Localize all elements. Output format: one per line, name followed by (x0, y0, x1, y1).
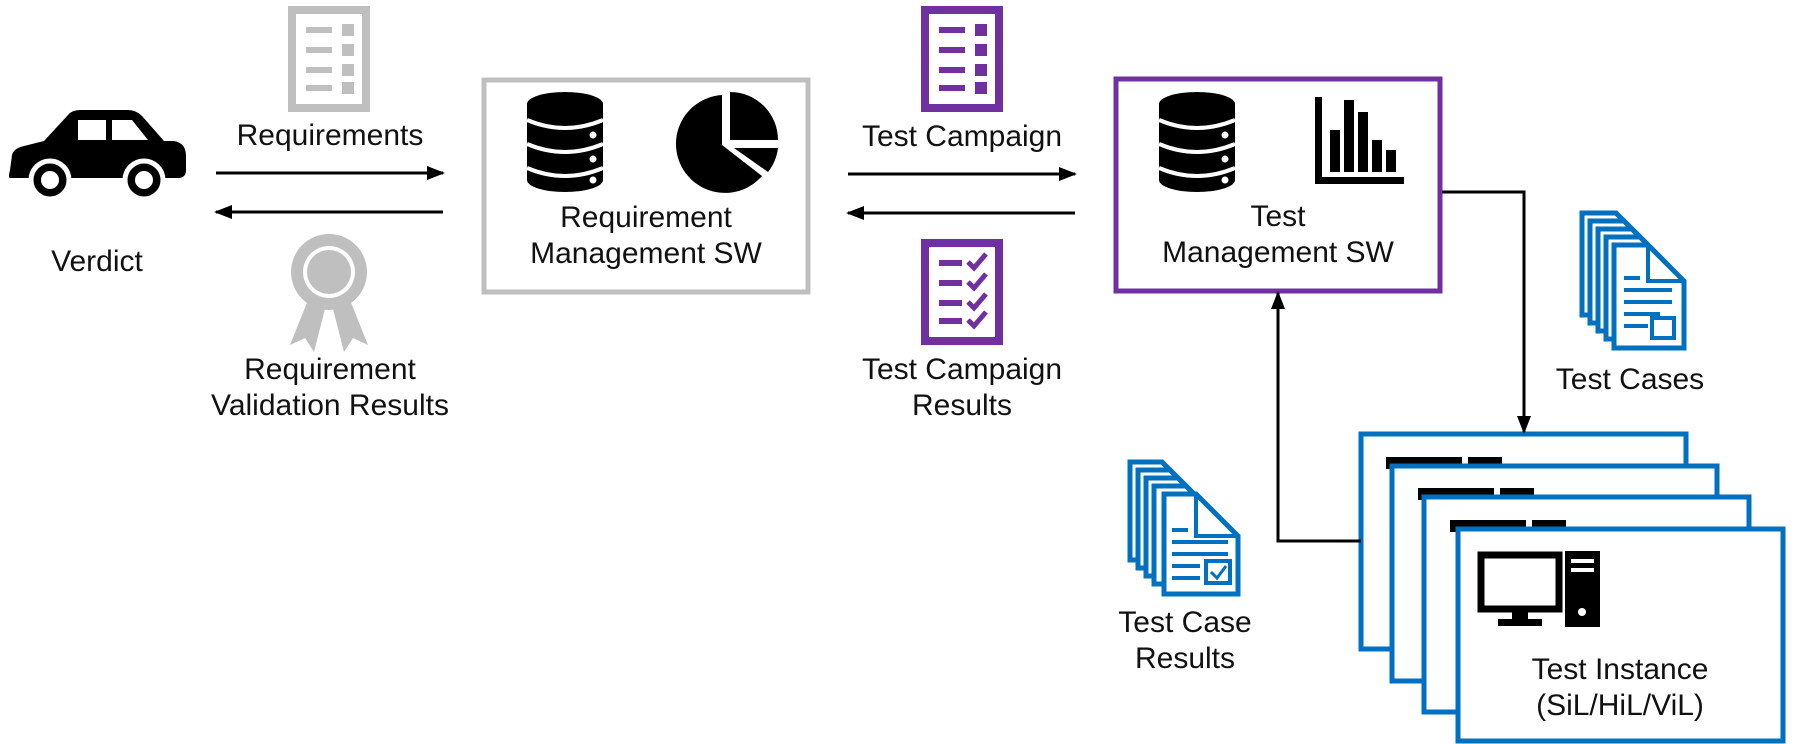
requirements-document-icon (288, 6, 370, 112)
test-case-results-label: Test Case Results (1118, 606, 1252, 675)
award-ribbon-icon (290, 234, 368, 352)
test-campaign-label: Test Campaign (861, 120, 1063, 153)
test-campaign-document-icon (921, 6, 1003, 112)
database-icon (526, 92, 604, 192)
test-management-label: Test Management SW (1162, 200, 1394, 269)
arrow-test-cases (1442, 190, 1531, 434)
requirement-management-label: Requirement Management SW (530, 201, 762, 270)
document-check-stack-icon (1127, 459, 1241, 597)
arrow-test-case-results (1271, 291, 1361, 543)
checklist-icon (921, 239, 1003, 345)
pie-chart-icon (675, 92, 778, 193)
bar-chart-icon (1315, 97, 1404, 184)
computer-tower-icon (1565, 551, 1600, 627)
car-icon (9, 110, 186, 202)
requirements-label: Requirements (236, 119, 424, 152)
test-instance-label: Test Instance (SiL/HiL/ViL) (1531, 653, 1709, 722)
test-instance-stack (1358, 431, 1786, 744)
verdict-label: Verdict (51, 245, 143, 278)
document-stack-icon (1579, 210, 1687, 351)
requirement-validation-results-label: Requirement Validation Results (211, 353, 449, 422)
monitor-icon (1477, 551, 1563, 626)
test-cases-label: Test Cases (1555, 363, 1705, 396)
test-campaign-results-label: Test Campaign Results (861, 353, 1063, 422)
database-icon (1158, 92, 1236, 192)
